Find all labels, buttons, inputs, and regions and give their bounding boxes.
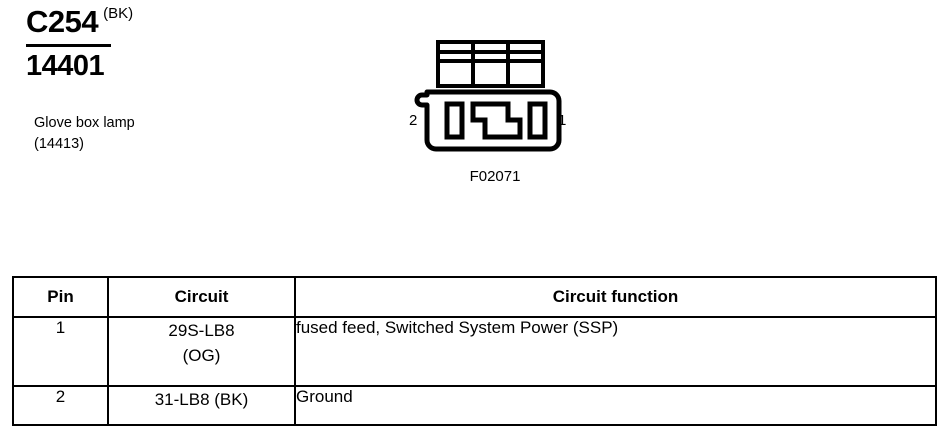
connector-color-code: (BK) <box>103 5 134 22</box>
cell-pin: 1 <box>12 316 109 387</box>
pin-table-header: Pin Circuit Circuit function <box>12 276 937 318</box>
cell-circuit: 29S-LB8 (OG) <box>107 316 296 387</box>
connector-top-cage <box>436 40 545 88</box>
pin-label-2: 2 <box>409 112 418 129</box>
part-number: 14401 <box>26 50 105 82</box>
terminal-keyway-center <box>470 101 523 140</box>
terminal-slot-left <box>444 101 465 140</box>
cell-pin: 2 <box>12 385 109 426</box>
connector-id-row: C254 (BK) <box>26 4 326 42</box>
column-header-circuit-function: Circuit function <box>294 276 937 318</box>
connector-header: C254 (BK) 14401 <box>26 4 326 83</box>
cell-circuit-function: Ground <box>294 385 937 426</box>
component-description: Glove box lamp (14413) <box>34 115 135 152</box>
connector-drawing <box>414 40 562 152</box>
header-divider <box>26 44 111 47</box>
table-row: 1 29S-LB8 (OG) fused feed, Switched Syst… <box>12 316 937 387</box>
terminal-slot-right <box>527 101 548 140</box>
cell-circuit: 31-LB8 (BK) <box>107 385 296 426</box>
pin-table-body: 1 29S-LB8 (OG) fused feed, Switched Syst… <box>12 316 937 426</box>
connector-body-outline <box>414 89 562 152</box>
column-header-pin: Pin <box>12 276 109 318</box>
connector-id: C254 <box>26 4 99 39</box>
table-header-row: Pin Circuit Circuit function <box>12 276 937 318</box>
connector-illustration: 2 1 F02071 <box>395 28 595 198</box>
table-row: 2 31-LB8 (BK) Ground <box>12 385 937 426</box>
pin-table: Pin Circuit Circuit function 1 29S-LB8 (… <box>12 276 937 426</box>
cell-circuit-function: fused feed, Switched System Power (SSP) <box>294 316 937 387</box>
figure-code: F02071 <box>469 168 521 185</box>
pin-label-1: 1 <box>558 112 567 129</box>
column-header-circuit: Circuit <box>107 276 296 318</box>
